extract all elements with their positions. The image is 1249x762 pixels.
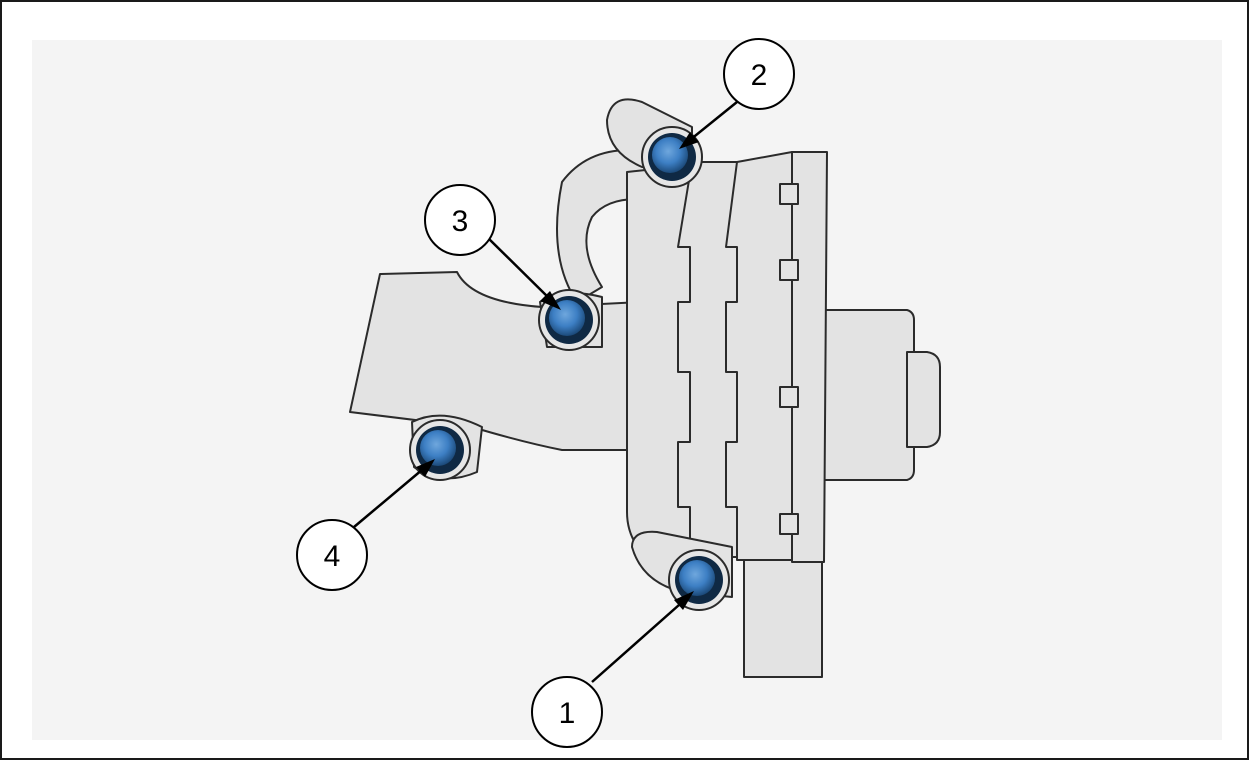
callout-3: 3 [424,184,496,256]
hub-cap [906,351,941,448]
leader-line-1 [591,591,694,683]
hub-housing [801,309,915,481]
flange-bolt-upper [779,259,799,281]
leader-line-4 [353,459,435,528]
front-plate [725,151,793,561]
callout-2: 2 [723,38,795,110]
flange-bolt-top [779,183,799,205]
callout-3-label: 3 [452,205,469,238]
callout-2-label: 2 [751,59,768,92]
bolt-2 [641,126,703,188]
leader-line-3 [484,234,561,310]
leader-line-2 [679,101,738,149]
callout-4: 4 [296,519,368,591]
bolt-3 [538,289,600,351]
bolt-1 [668,549,730,611]
callout-1: 1 [531,676,603,748]
right-flange [791,151,828,563]
flange-bolt-lower [779,513,799,535]
flange-bolt-middle [779,386,799,408]
callout-1-label: 1 [559,697,576,730]
callout-4-label: 4 [324,540,341,573]
